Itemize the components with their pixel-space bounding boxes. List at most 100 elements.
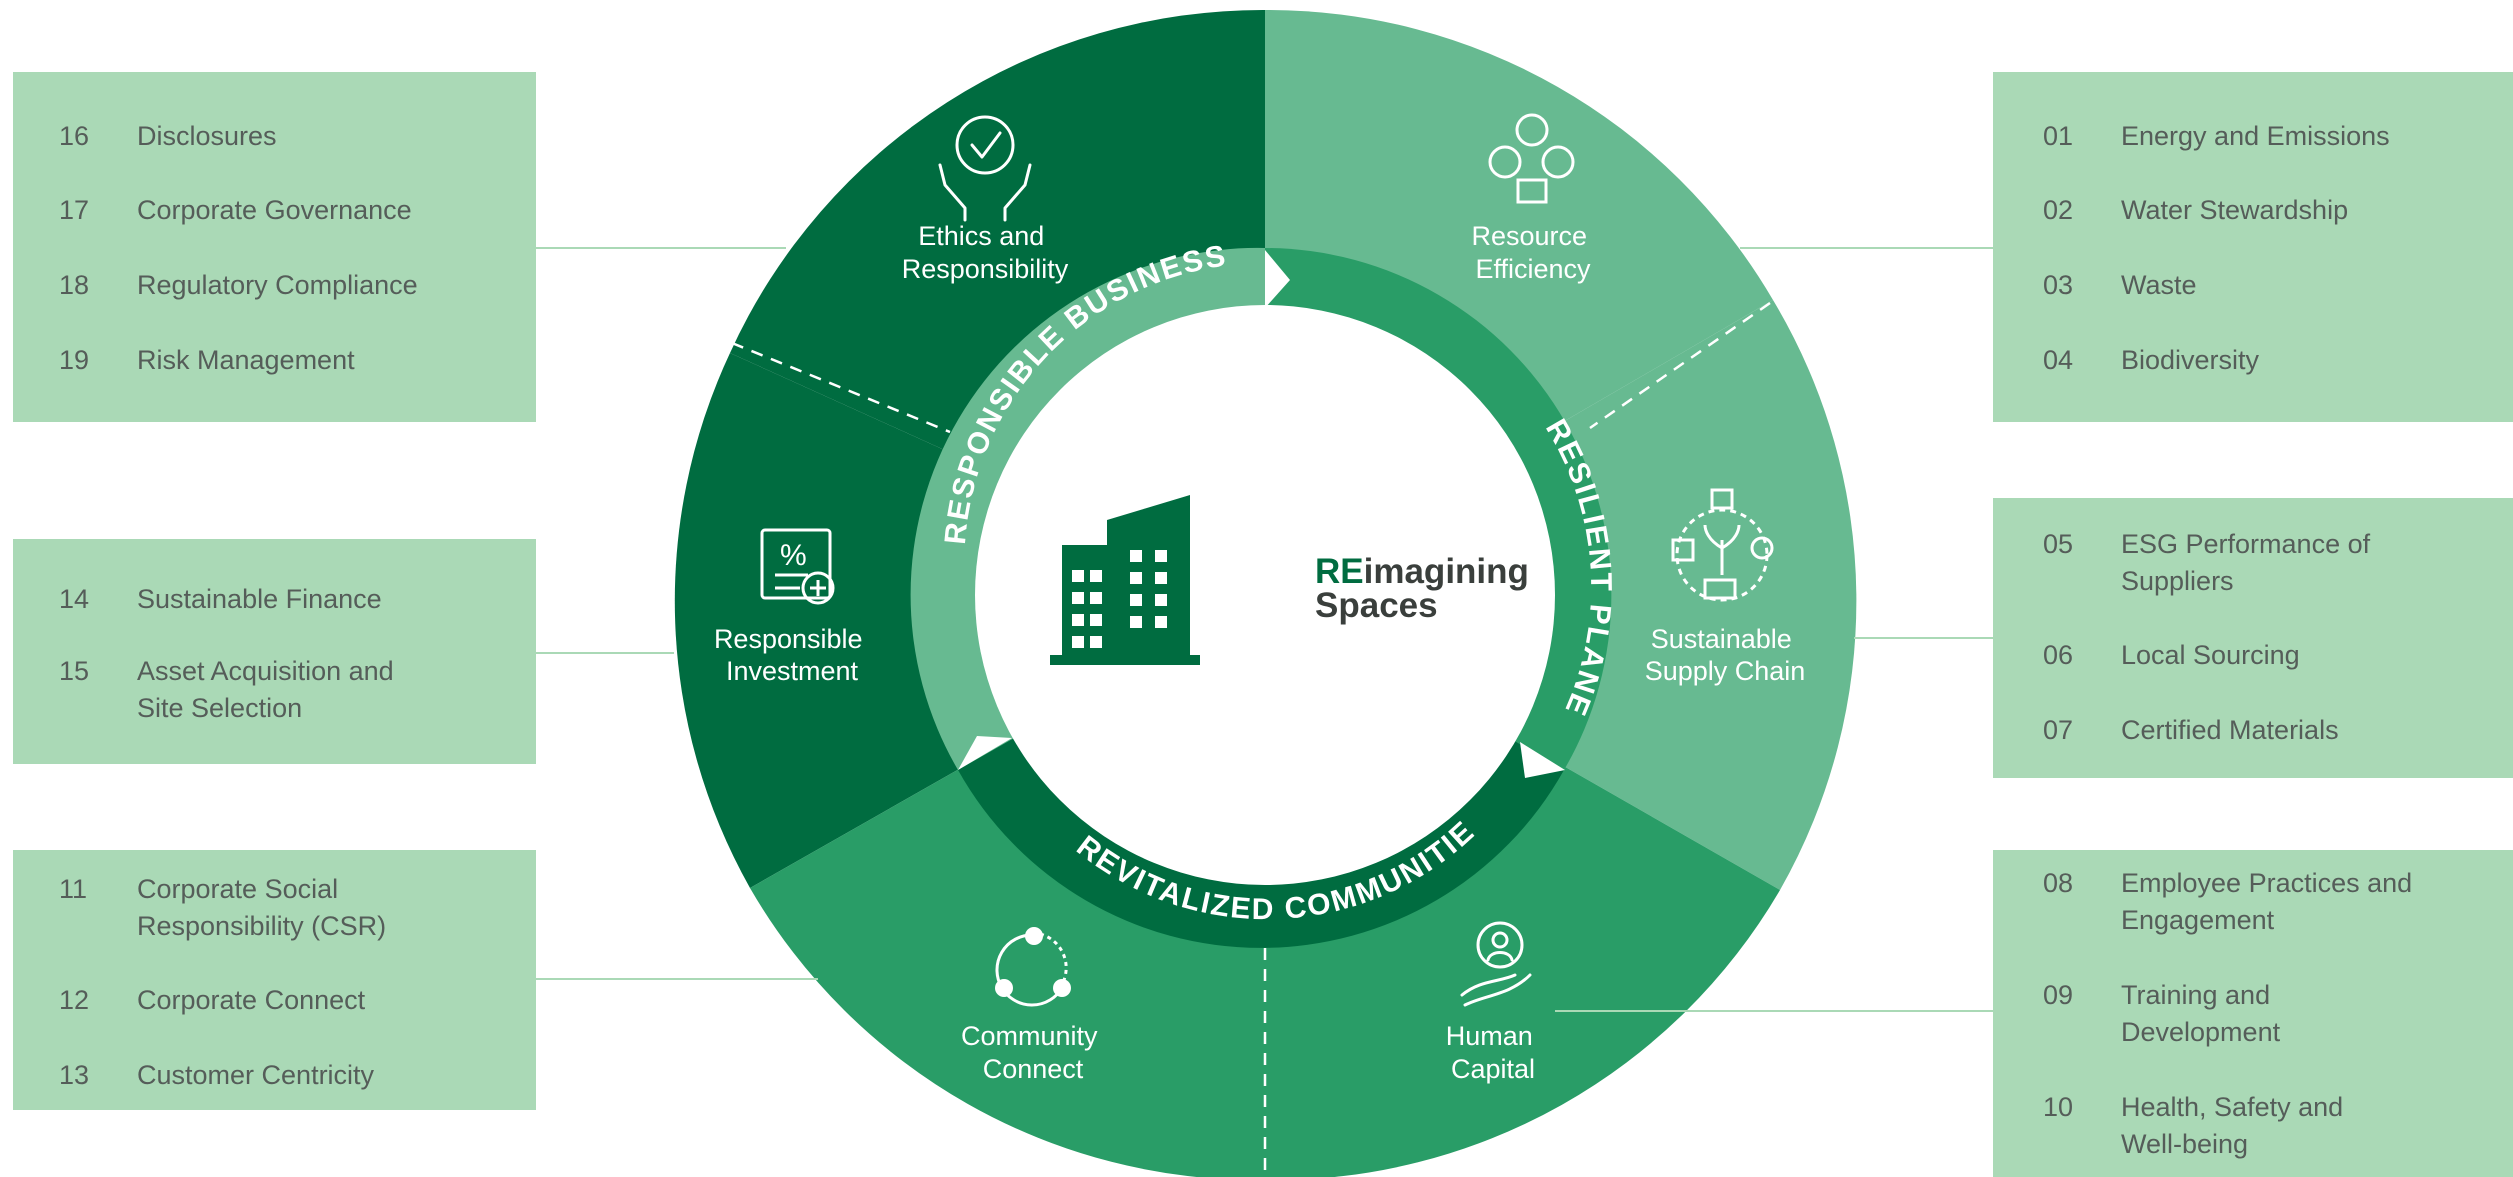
topic-box-human: 08 Employee Practices and Engagement 09 Tr… <box>1993 850 2513 1177</box>
divider-dashed <box>1589 301 1771 430</box>
topic-label: Risk Management <box>137 345 355 375</box>
topic-number: 16 <box>59 121 90 151</box>
center-subtitle: Spaces <box>1315 586 1438 625</box>
segment-label-resource: Efficiency <box>1475 254 1591 284</box>
svg-text:Responsible Investment: Responsible Investment <box>714 624 870 686</box>
topic-item: Development <box>2043 1014 2280 1051</box>
svg-text:Community Connect: Community Connect <box>961 1021 1105 1084</box>
topic-item: 14 Sustainable Finance <box>59 581 382 618</box>
segment-label-ethics: Responsibility <box>902 254 1069 284</box>
topic-item: 16 Disclosures <box>59 118 277 155</box>
topic-label: Training and <box>2121 980 2271 1010</box>
topic-number: 08 <box>2043 868 2074 898</box>
topic-label: Development <box>2121 1017 2281 1047</box>
topic-label: Regulatory Compliance <box>137 270 418 300</box>
topic-item: 17 Corporate Governance <box>59 192 412 229</box>
percent-symbol: % <box>780 539 807 572</box>
topic-label: Responsibility (CSR) <box>137 911 387 941</box>
hand-person-icon <box>1460 921 1532 1007</box>
topic-item: 10 Health, Safety and <box>2043 1089 2343 1126</box>
topic-number: 06 <box>2043 640 2074 670</box>
topic-number: 02 <box>2043 195 2074 225</box>
topic-label: Energy and Emissions <box>2121 121 2390 151</box>
connector-line <box>1740 247 1993 249</box>
topic-number: 07 <box>2043 715 2074 745</box>
topic-box-resource: 01 Energy and Emissions 02 Water Stewardsh… <box>1993 72 2513 422</box>
building-icon <box>1050 495 1200 665</box>
topic-number: 09 <box>2043 980 2074 1010</box>
segment-label-human: Capital <box>1451 1054 1535 1084</box>
topic-item: 13 Customer Centricity <box>59 1057 374 1094</box>
topic-label: Water Stewardship <box>2121 195 2349 225</box>
topic-label: Health, Safety and <box>2121 1092 2344 1122</box>
topic-label: Well-being <box>2121 1129 2249 1159</box>
hands-check-icon <box>938 115 1032 222</box>
topic-number: 10 <box>2043 1092 2074 1122</box>
topic-label: Waste <box>2121 270 2197 300</box>
topic-label: Disclosures <box>137 121 277 151</box>
topic-number: 19 <box>59 345 90 375</box>
connector-line <box>536 247 786 249</box>
community-cycle-icon <box>995 927 1071 1007</box>
svg-text:Sustainable Supply Chain: Sustainable Supply Chain <box>1645 624 1806 686</box>
topic-item: 19 Risk Management <box>59 342 355 379</box>
segment-label-investment: Responsible <box>714 624 863 654</box>
segment-label-supply: Supply Chain <box>1645 656 1806 686</box>
topic-label: Engagement <box>2121 905 2275 935</box>
topic-number: 01 <box>2043 121 2074 151</box>
arrow-marker <box>958 736 1012 770</box>
segment-label-supply: Sustainable <box>1651 624 1792 654</box>
segment-label-resource: Resource <box>1471 221 1587 251</box>
topic-item: 09 Training and <box>2043 977 2270 1014</box>
center-title-rest: imagining <box>1364 552 1529 591</box>
svg-text:Resource Efficiency: Resource Efficiency <box>1471 221 1594 284</box>
topic-item: 01 Energy and Emissions <box>2043 118 2390 155</box>
topic-number: 13 <box>59 1060 90 1090</box>
arrow-marker <box>1265 250 1290 308</box>
topic-number: 18 <box>59 270 90 300</box>
topic-item: Suppliers <box>2043 563 2234 600</box>
connector-line <box>1555 1010 1993 1012</box>
topic-label: Customer Centricity <box>137 1060 375 1090</box>
connector-line <box>536 978 818 980</box>
topic-item: 04 Biodiversity <box>2043 342 2259 379</box>
topic-label: Sustainable Finance <box>137 584 382 614</box>
topic-item: Site Selection <box>59 690 302 727</box>
topic-label: Biodiversity <box>2121 345 2260 375</box>
center-title-accent: RE <box>1315 552 1364 591</box>
topic-number: 05 <box>2043 529 2074 559</box>
center-title: REimagining <box>1315 552 1529 591</box>
topic-label: Corporate Connect <box>137 985 366 1015</box>
arrow-marker <box>1520 742 1565 778</box>
supply-chain-icon <box>1671 488 1774 602</box>
connector-line <box>536 652 674 654</box>
topic-number: 04 <box>2043 345 2074 375</box>
topic-label: Employee Practices and <box>2121 868 2413 898</box>
connector-line <box>1854 637 1993 639</box>
segment-label-community: Community <box>961 1021 1098 1051</box>
segment-label-human: Human <box>1446 1021 1533 1051</box>
topic-number: 14 <box>59 584 90 614</box>
topic-number: 11 <box>59 874 88 904</box>
topic-item: 12 Corporate Connect <box>59 982 365 1019</box>
topic-number: 17 <box>59 195 90 225</box>
segment-label-investment: Investment <box>726 656 859 686</box>
percent-document-icon <box>760 528 835 605</box>
topic-item: 02 Water Stewardship <box>2043 192 2348 229</box>
svg-text:Ethics and Responsibility: Ethics and Responsibility <box>902 221 1069 284</box>
topic-label: Site Selection <box>137 693 303 723</box>
topic-number: 12 <box>59 985 90 1015</box>
segment-label-community: Connect <box>983 1054 1084 1084</box>
topic-label: Corporate Governance <box>137 195 412 225</box>
topic-label: Suppliers <box>2121 566 2234 596</box>
topic-number: 15 <box>59 656 90 686</box>
topic-item: Responsibility (CSR) <box>59 908 386 945</box>
